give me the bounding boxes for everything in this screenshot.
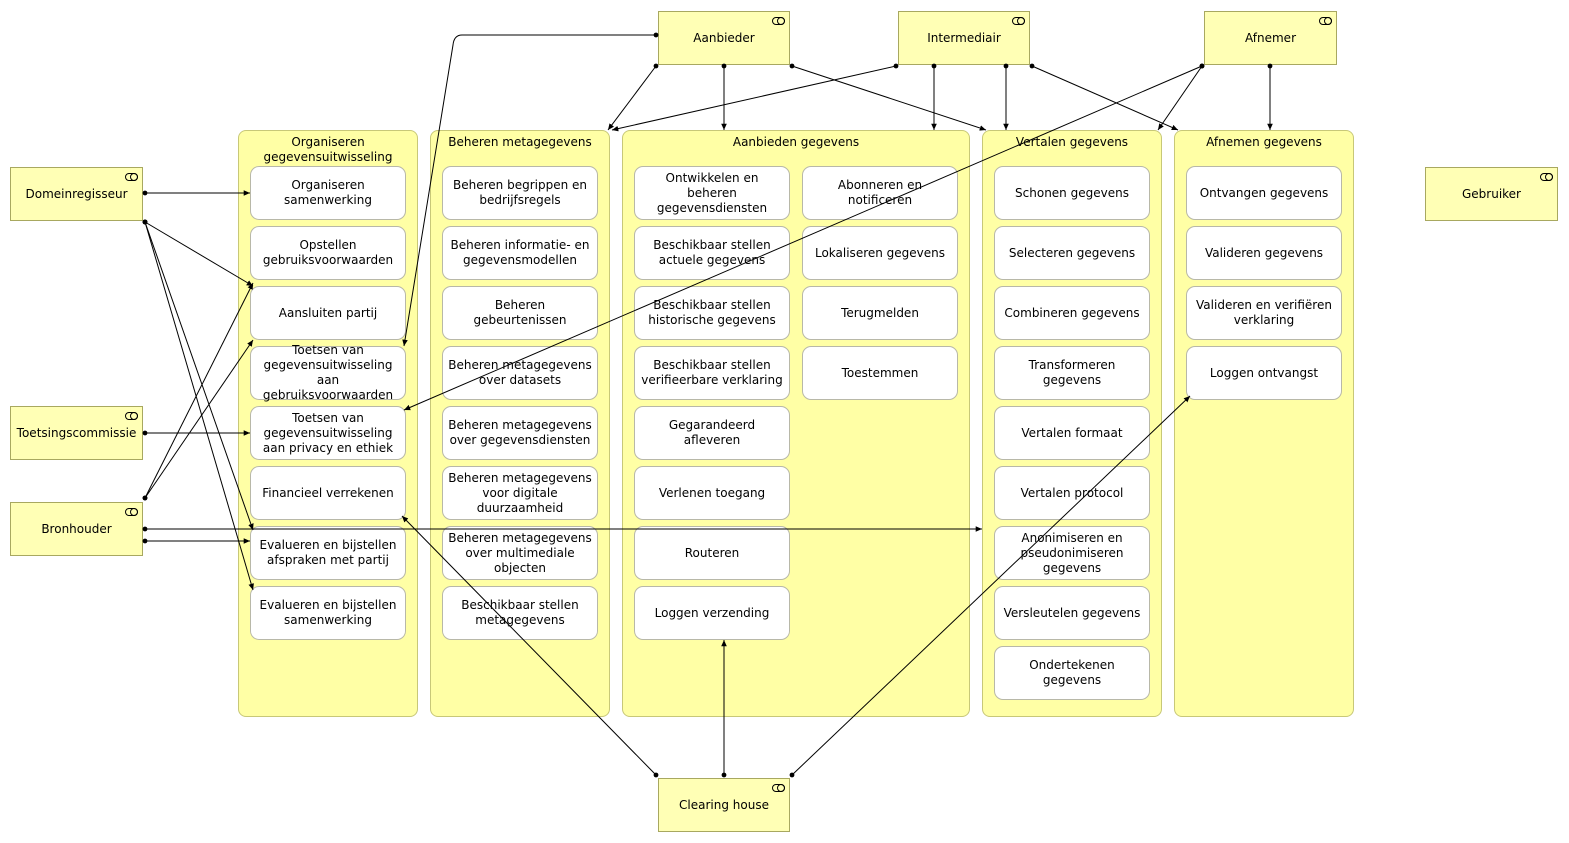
function-box[interactable]: Beschikbaar stellen metagegevens — [442, 586, 598, 640]
function-box[interactable]: Versleutelen gegevens — [994, 586, 1150, 640]
function-box[interactable]: Vertalen formaat — [994, 406, 1150, 460]
assignment-line — [1157, 63, 1205, 131]
function-box[interactable]: Beheren begrippen en bedrijfsregels — [442, 166, 598, 220]
function-box[interactable]: Gegarandeerd afleveren — [634, 406, 790, 460]
function-box[interactable]: Ontvangen gegevens — [1186, 166, 1342, 220]
function-box[interactable]: Anonimiseren en pseudonimiseren gegevens — [994, 526, 1150, 580]
business-role-icon — [1319, 17, 1332, 25]
function-box[interactable]: Ondertekenen gegevens — [994, 646, 1150, 700]
function-box[interactable]: Selecteren gegevens — [994, 226, 1150, 280]
function-box[interactable]: Beschikbaar stellen verifieerbare verkla… — [634, 346, 790, 400]
assignment-line — [142, 339, 254, 501]
function-box[interactable]: Beheren metagegevens over gegevensdienst… — [442, 406, 598, 460]
role-toetsingscommissie[interactable]: Toetsingscommissie — [10, 406, 143, 460]
role-label: Gebruiker — [1461, 187, 1521, 201]
role-label: Aanbieder — [693, 31, 755, 45]
function-box[interactable]: Financieel verrekenen — [250, 466, 406, 520]
function-box[interactable]: Toetsen van gegevensuitwisseling aan pri… — [250, 406, 406, 460]
function-box[interactable]: Evalueren en bijstellen afspraken met pa… — [250, 526, 406, 580]
function-box[interactable]: Opstellen gebruiksvoorwaarden — [250, 226, 406, 280]
role-bronhouder[interactable]: Bronhouder — [10, 502, 143, 556]
function-box[interactable]: Organiseren samenwerking — [250, 166, 406, 220]
assignment-line — [789, 63, 987, 131]
function-box[interactable]: Loggen ontvangst — [1186, 346, 1342, 400]
function-box[interactable]: Routeren — [634, 526, 790, 580]
function-box[interactable]: Valideren en verifiëren verklaring — [1186, 286, 1342, 340]
group-title: Afnemen gegevens — [1206, 135, 1322, 149]
business-role-icon — [125, 173, 138, 181]
function-box[interactable]: Beheren informatie- en gegevensmodellen — [442, 226, 598, 280]
business-role-icon — [125, 412, 138, 420]
role-afnemer[interactable]: Afnemer — [1204, 11, 1337, 65]
business-role-icon — [1540, 173, 1553, 181]
business-role-icon — [125, 508, 138, 516]
function-box[interactable]: Beheren metagegevens voor digitale duurz… — [442, 466, 598, 520]
assignment-line — [142, 282, 254, 501]
role-label: Intermediair — [927, 31, 1001, 45]
function-box[interactable]: Lokaliseren gegevens — [802, 226, 958, 280]
role-label: Clearing house — [679, 798, 769, 812]
group-title: Vertalen gegevens — [1015, 135, 1129, 149]
assignment-line — [611, 63, 899, 132]
assignment-line — [1029, 63, 1179, 131]
function-box[interactable]: Beschikbaar stellen historische gegevens — [634, 286, 790, 340]
role-label: Afnemer — [1245, 31, 1296, 45]
function-box[interactable]: Vertalen protocol — [994, 466, 1150, 520]
assignment-line — [142, 219, 254, 531]
group-title: Organiseren gegevensuitwisseling — [263, 135, 393, 164]
function-box[interactable]: Verlenen toegang — [634, 466, 790, 520]
role-label: Toetsingscommissie — [16, 426, 137, 440]
function-box[interactable]: Ontwikkelen en beheren gegevensdiensten — [634, 166, 790, 220]
role-label: Domeinregisseur — [25, 187, 128, 201]
function-box[interactable]: Transformeren gegevens — [994, 346, 1150, 400]
business-role-icon — [772, 17, 785, 25]
role-label: Bronhouder — [41, 522, 112, 536]
role-intermediair[interactable]: Intermediair — [898, 11, 1030, 65]
role-gebruiker[interactable]: Gebruiker — [1425, 167, 1558, 221]
function-box[interactable]: Toestemmen — [802, 346, 958, 400]
function-box[interactable]: Aansluiten partij — [250, 286, 406, 340]
function-box[interactable]: Combineren gegevens — [994, 286, 1150, 340]
role-clearing-house[interactable]: Clearing house — [658, 778, 790, 832]
function-box[interactable]: Evalueren en bijstellen samenwerking — [250, 586, 406, 640]
function-box[interactable]: Schonen gegevens — [994, 166, 1150, 220]
business-role-icon — [772, 784, 785, 792]
function-box[interactable]: Toetsen van gegevensuitwisseling aan geb… — [250, 343, 406, 402]
function-box[interactable]: Beschikbaar stellen actuele gegevens — [634, 226, 790, 280]
role-aanbieder[interactable]: Aanbieder — [658, 11, 790, 65]
business-role-icon — [1012, 17, 1025, 25]
role-domeinregisseur[interactable]: Domeinregisseur — [10, 167, 143, 221]
group-title: Beheren metagegevens — [448, 135, 592, 149]
function-box[interactable]: Abonneren en notificeren — [802, 166, 958, 220]
function-box[interactable]: Beheren gebeurtenissen — [442, 286, 598, 340]
function-box[interactable]: Terugmelden — [802, 286, 958, 340]
assignment-line — [607, 63, 659, 131]
function-box[interactable]: Beheren metagegevens over datasets — [442, 346, 598, 400]
assignment-line — [142, 219, 254, 287]
function-box[interactable]: Valideren gegevens — [1186, 226, 1342, 280]
function-box[interactable]: Beheren metagegevens over multimediale o… — [442, 526, 598, 580]
assignment-line — [142, 219, 254, 591]
group-title: Aanbieden gegevens — [732, 135, 860, 149]
function-box[interactable]: Loggen verzending — [634, 586, 790, 640]
